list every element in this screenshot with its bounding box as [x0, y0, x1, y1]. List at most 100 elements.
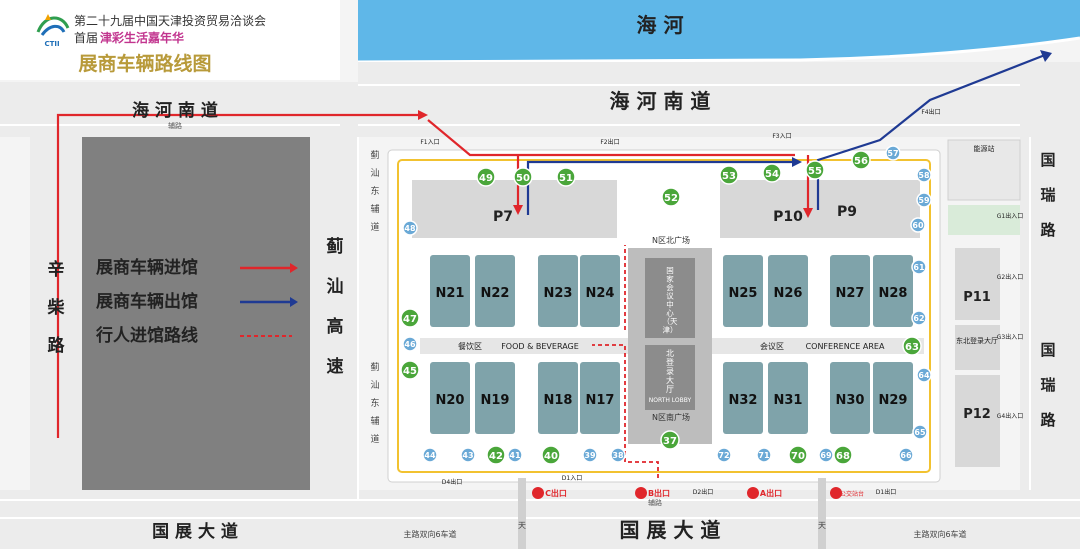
marker-label: 64 — [918, 371, 930, 380]
marker-57 — [885, 145, 901, 161]
marker-38 — [610, 447, 626, 463]
road-guo-rui-lu-upper: 瑞 — [1040, 186, 1055, 204]
hall-n29 — [873, 362, 913, 434]
map-title: 展商车辆路线图 — [78, 52, 211, 75]
marker-43 — [460, 447, 476, 463]
marker-45 — [400, 360, 420, 380]
title-panel — [0, 0, 340, 80]
hall-n27 — [830, 255, 870, 327]
north-lobby-label: 北 — [666, 349, 674, 358]
entrance-d2: D2出口 — [693, 488, 713, 496]
marker-49 — [476, 167, 496, 187]
marker-label: 54 — [765, 169, 779, 180]
marker-53 — [719, 165, 739, 185]
hall-n25 — [723, 255, 763, 327]
road-guo-rui-lu-upper: 国 — [1040, 151, 1055, 169]
parking-p9: P9 — [837, 204, 857, 220]
marker-label: 60 — [912, 221, 924, 230]
hall-label: N25 — [729, 286, 758, 301]
north-plaza-label: N区北广场 — [652, 235, 690, 245]
energy-station-label: 能源站 — [974, 144, 995, 153]
hall-n17 — [580, 362, 620, 434]
road-ji-shan-dong-fu-dao-upper: 蓟 — [370, 149, 379, 161]
marker-label: 61 — [913, 263, 925, 272]
food-area-cn: 餐饮区 — [458, 341, 482, 351]
marker-68 — [833, 445, 853, 465]
east-lobby-label: 东北登录大厅 — [956, 336, 998, 345]
bus-station-label: 公交站台 — [840, 490, 864, 498]
p7-area — [412, 180, 617, 238]
entrance-f3: F3入口 — [772, 133, 791, 140]
convention-center-label: 议 — [666, 292, 674, 301]
road-ji-shan-dong-fu-dao-lower: 东 — [370, 397, 379, 409]
marker-label: 51 — [559, 173, 573, 184]
marker-47 — [400, 308, 420, 328]
hall-n19 — [475, 362, 515, 434]
hall-label: N31 — [774, 393, 803, 408]
hall-label: N30 — [836, 393, 865, 408]
marker-61 — [911, 259, 927, 275]
marker-58 — [916, 167, 932, 183]
marker-label: 50 — [516, 173, 530, 184]
marker-label: 40 — [544, 451, 558, 462]
metro-exit-a: A出口 — [760, 488, 782, 498]
parking-p12: P12 — [963, 407, 991, 422]
hall-n22 — [475, 255, 515, 327]
marker-label: 59 — [918, 196, 930, 205]
road-ji-shan-gao-su: 蓟 — [326, 236, 344, 257]
convention-center-label: 津） — [663, 326, 678, 335]
marker-label: 69 — [820, 451, 832, 460]
marker-label: 68 — [836, 451, 850, 462]
marker-50 — [513, 167, 533, 187]
pedestrian-route — [592, 344, 659, 478]
road-hai-he-nan-dao-main: 海 河 南 道 — [610, 89, 711, 113]
conf-area-cn: 会议区 — [760, 341, 784, 351]
entrance-d1-out: D1出口 — [876, 488, 896, 496]
marker-71 — [756, 447, 772, 463]
marker-44 — [422, 447, 438, 463]
parking-p7: P7 — [493, 209, 513, 225]
hall-n30 — [830, 362, 870, 434]
marker-69 — [818, 447, 834, 463]
entrance-g3: G3出入口 — [997, 333, 1023, 341]
road-guo-rui-lu-upper: 路 — [1040, 221, 1056, 239]
road-xin-chai-lu: 辛 — [48, 259, 65, 280]
marker-55 — [805, 160, 825, 180]
marker-label: 41 — [509, 451, 521, 460]
hall-n26 — [768, 255, 808, 327]
entrance-g1: G1出入口 — [997, 212, 1023, 220]
hall-label: N24 — [586, 286, 615, 301]
marker-label: 52 — [664, 193, 678, 204]
hall-n32 — [723, 362, 763, 434]
marker-label: 49 — [479, 173, 493, 184]
legend-label: 展商车辆出馆 — [96, 291, 198, 312]
road-xin-chai-lu: 路 — [48, 335, 66, 356]
marker-42 — [486, 445, 506, 465]
hall-label: N18 — [544, 393, 573, 408]
convention-center-label: 心 — [666, 309, 674, 318]
hall-n24 — [580, 255, 620, 327]
road-guo-rui-lu-lower: 瑞 — [1040, 376, 1055, 394]
ctii-logo-icon — [36, 14, 70, 36]
marker-52 — [661, 187, 681, 207]
hall-label: N32 — [729, 393, 758, 408]
north-lobby-en: NORTH LOBBY — [649, 397, 692, 404]
marker-60 — [910, 217, 926, 233]
hall-label: N17 — [586, 393, 615, 408]
marker-59 — [916, 192, 932, 208]
metro-exit-b: B出口 — [648, 488, 670, 498]
entrance-f4: F4出口 — [921, 108, 940, 116]
marker-label: 66 — [900, 451, 912, 460]
legend-label: 行人进馆路线 — [95, 325, 198, 346]
hall-n18 — [538, 362, 578, 434]
outbound-route — [526, 160, 795, 215]
marker-label: 45 — [403, 366, 417, 377]
north-lobby-label: 厅 — [666, 385, 674, 394]
hall-label: N27 — [836, 286, 865, 301]
road-ji-shan-dong-fu-dao-upper: 汕 — [370, 168, 379, 179]
hall-n23 — [538, 255, 578, 327]
energy-station — [947, 139, 1021, 201]
north-lobby-label: 录 — [666, 367, 674, 376]
road-hai-he-nan-dao-left: 海 河 南 道 — [132, 100, 218, 121]
legend — [240, 263, 298, 337]
